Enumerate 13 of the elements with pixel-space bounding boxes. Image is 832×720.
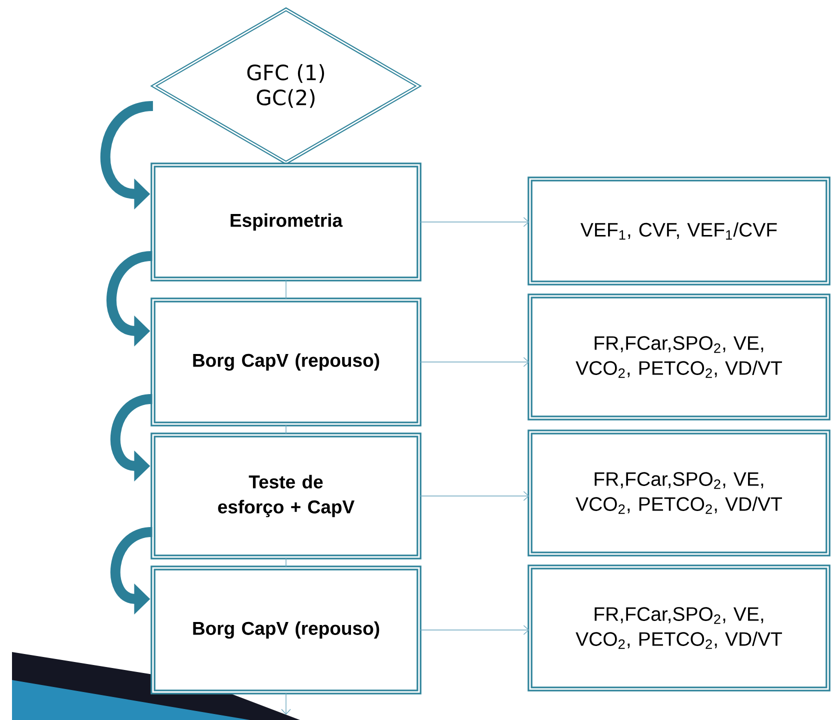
process-box: Espirometria	[150, 162, 422, 282]
arrow	[419, 357, 530, 367]
result-box: VEF$_{1}$, CVF, VEF$_{1}$/CVF	[528, 176, 830, 286]
arrow	[419, 491, 530, 501]
arrow	[281, 692, 291, 715]
process-box: Borg CapV (repouso)	[150, 566, 422, 694]
result-box: FR,FCar,SPO$_{2}$, VE, VCO$_{2}$, PETCO$_{2}$, VD/VT	[528, 294, 830, 420]
result-box: FR,FCar,SPO$_{2}$, VE, VCO$_{2}$, PETCO$_{2}$, VD/VT	[528, 564, 830, 692]
result-box: FR,FCar,SPO$_{2}$, VE, VCO$_{2}$, PETCO$_{2}$, VD/VT	[528, 430, 830, 556]
process-box: Teste de esforço + CapV	[150, 432, 422, 560]
process-box: Borg CapV (repouso)	[150, 298, 422, 426]
arrow	[419, 217, 530, 227]
arrow	[419, 625, 530, 635]
